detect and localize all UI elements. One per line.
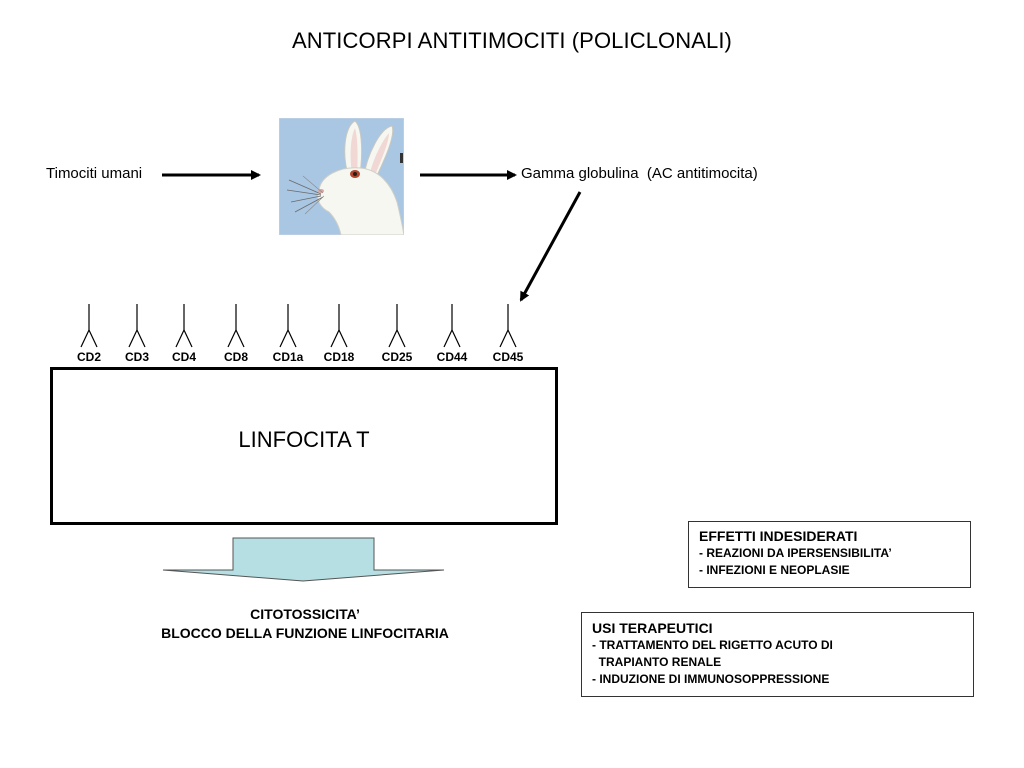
therapeutic-use-item: - TRATTAMENTO DEL RIGETTO ACUTO DI — [592, 638, 833, 652]
cd-marker-label: CD1a — [272, 350, 304, 364]
antibody-marker — [227, 304, 245, 348]
source-label: Timociti umani — [46, 165, 143, 182]
effect-line-block: BLOCCO DELLA FUNZIONE LINFOCITARIA — [161, 625, 449, 641]
antibody-marker — [279, 304, 297, 348]
effect-text: CITOTOSSICITA’ BLOCCO DELLA FUNZIONE LIN… — [120, 605, 490, 643]
antibody-marker — [128, 304, 146, 348]
antibody-marker — [443, 304, 461, 348]
cd-marker-label: CD18 — [323, 350, 355, 364]
antibody-marker — [80, 304, 98, 348]
cd-marker-label: CD45 — [492, 350, 524, 364]
product-label: Gamma globulina (AC antitimocita) — [521, 165, 758, 182]
side-effect-item: - INFEZIONI E NEOPLASIE — [699, 563, 850, 577]
cd-marker-label: CD2 — [76, 350, 102, 364]
antibody-marker — [175, 304, 193, 348]
cd-marker-label: CD44 — [436, 350, 468, 364]
therapeutic-use-item: - INDUZIONE DI IMMUNOSOPPRESSIONE — [592, 672, 830, 686]
side-effects-box: EFFETTI INDESIDERATI - REAZIONI DA IPERS… — [688, 521, 971, 588]
side-effect-item: - REAZIONI DA IPERSENSIBILITA’ — [699, 546, 892, 560]
rabbit-image — [278, 117, 405, 236]
cd-marker-label: CD25 — [381, 350, 413, 364]
cd-marker-label: CD8 — [223, 350, 249, 364]
side-effects-title: EFFETTI INDESIDERATI — [699, 528, 858, 544]
cd-marker-label: CD3 — [124, 350, 150, 364]
therapeutic-use-item: TRAPIANTO RENALE — [592, 655, 722, 669]
cd-marker-label: CD4 — [171, 350, 197, 364]
t-lymphocyte-box — [50, 367, 558, 525]
arrow-to-cd45 — [519, 191, 582, 302]
block-arrow-down — [162, 537, 445, 582]
antibody-marker — [330, 304, 348, 348]
therapeutic-uses-box: USI TERAPEUTICI - TRATTAMENTO DEL RIGETT… — [581, 612, 974, 697]
effect-line-cytotoxicity: CITOTOSSICITA’ — [250, 606, 360, 622]
antibody-marker — [499, 304, 517, 348]
antibody-marker — [388, 304, 406, 348]
therapeutic-uses-title: USI TERAPEUTICI — [592, 620, 713, 636]
page-title: ANTICORPI ANTITIMOCITI (POLICLONALI) — [292, 28, 732, 53]
t-lymphocyte-label: LINFOCITA T — [238, 427, 370, 452]
